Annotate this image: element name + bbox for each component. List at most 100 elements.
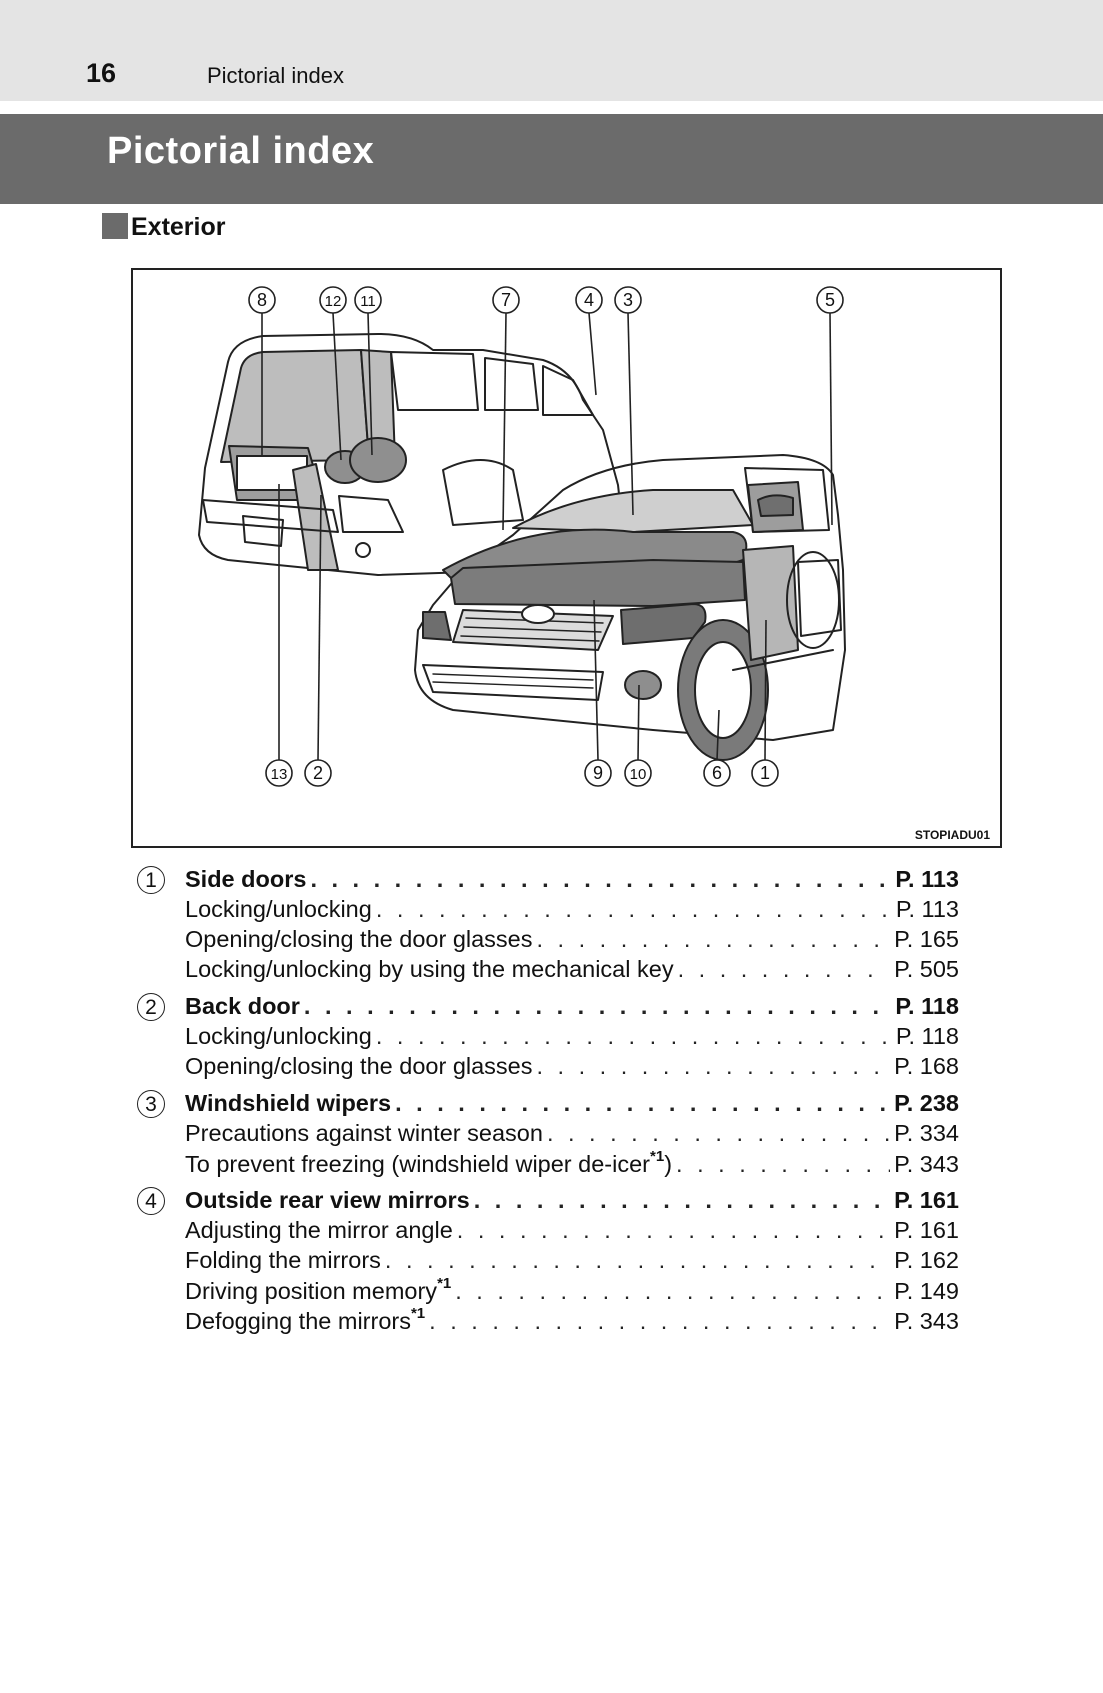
section-title: Pictorial index <box>107 130 375 172</box>
entry-heading[interactable]: Outside rear view mirrors P. 161 <box>185 1187 959 1217</box>
running-title: Pictorial index <box>207 63 344 88</box>
sub-entry-label: Locking/unlocking <box>185 896 372 922</box>
leader-dots <box>537 926 891 953</box>
svg-text:7: 7 <box>501 290 511 310</box>
sub-entry-label: Opening/closing the door glasses <box>185 926 533 952</box>
leader-dots <box>455 1278 890 1305</box>
page-reference: P. 161 <box>894 1187 959 1213</box>
callout-9: 9 <box>584 759 612 787</box>
entry-heading[interactable]: Back door P. 118 <box>185 993 959 1023</box>
entry-number: 2 <box>137 993 165 1021</box>
leader-dots <box>474 1187 890 1214</box>
callout-8: 8 <box>248 286 276 314</box>
page-reference: P. 113 <box>895 896 959 922</box>
entry-title: Windshield wipers <box>185 1090 392 1116</box>
running-header <box>0 0 1103 101</box>
sub-entry-label: Folding the mirrors <box>185 1247 381 1273</box>
callout-7: 7 <box>492 286 520 314</box>
index-list: 1 Side doors P. 113 Locking/unlocking P.… <box>137 866 959 1344</box>
svg-text:9: 9 <box>593 763 603 783</box>
svg-text:11: 11 <box>360 293 376 310</box>
sub-entry[interactable]: Locking/unlocking P. 113 <box>185 896 959 926</box>
page-reference: P. 118 <box>895 993 959 1019</box>
sub-entry-label: Driving position memory*1 <box>185 1275 452 1304</box>
sub-entry[interactable]: Locking/unlocking P. 118 <box>185 1023 959 1053</box>
sub-entry[interactable]: Opening/closing the door glasses P. 165 <box>185 926 959 956</box>
callout-12: 12 <box>319 286 347 314</box>
footnote-marker: *1 <box>437 1275 452 1292</box>
entry-heading[interactable]: Windshield wipers P. 238 <box>185 1090 959 1120</box>
callout-1: 1 <box>751 759 779 787</box>
entry-heading[interactable]: Side doors P. 113 <box>185 866 959 896</box>
svg-text:2: 2 <box>313 763 323 783</box>
entry-number: 1 <box>137 866 165 894</box>
sub-entry-label: Locking/unlocking <box>185 1023 372 1049</box>
leader-dots <box>385 1247 890 1274</box>
page-reference: P. 238 <box>894 1090 959 1116</box>
callout-6: 6 <box>703 759 731 787</box>
leader-dots <box>376 1023 892 1050</box>
sub-entry[interactable]: Adjusting the mirror angle P. 161 <box>185 1217 959 1247</box>
entry-number: 3 <box>137 1090 165 1118</box>
leader-dots <box>429 1308 890 1335</box>
svg-text:13: 13 <box>271 766 288 783</box>
svg-text:8: 8 <box>257 290 267 310</box>
sub-entry-label: Opening/closing the door glasses <box>185 1053 533 1079</box>
leader-dots <box>676 1151 890 1178</box>
sub-entry-label: Adjusting the mirror angle <box>185 1217 453 1243</box>
sub-entry[interactable]: Opening/closing the door glasses P. 168 <box>185 1053 959 1083</box>
callout-3: 3 <box>614 286 642 314</box>
page-reference: P. 505 <box>894 956 959 982</box>
sub-entry[interactable]: Defogging the mirrors*1 P. 343 <box>185 1305 959 1337</box>
leader-dots <box>310 866 891 893</box>
section-title-band <box>0 114 1103 204</box>
svg-text:4: 4 <box>584 290 594 310</box>
sub-entry[interactable]: Precautions against winter season P. 334 <box>185 1120 959 1150</box>
leader-dots <box>457 1217 890 1244</box>
subsection-title: Exterior <box>131 213 226 241</box>
index-entry: 4 Outside rear view mirrors P. 161 Adjus… <box>137 1187 959 1337</box>
svg-text:10: 10 <box>630 766 647 783</box>
index-entry: 2 Back door P. 118 Locking/unlocking P. … <box>137 993 959 1083</box>
svg-text:3: 3 <box>623 290 633 310</box>
sub-entry[interactable]: Locking/unlocking by using the mechanica… <box>185 956 959 986</box>
page-reference: P. 149 <box>894 1277 959 1304</box>
callout-13: 13 <box>265 759 293 787</box>
footnote-marker: *1 <box>650 1148 665 1165</box>
entry-title: Side doors <box>185 866 307 892</box>
entry-title: Back door <box>185 993 300 1019</box>
sub-entry[interactable]: Driving position memory*1 P. 149 <box>185 1275 959 1307</box>
page-reference: P. 343 <box>894 1307 959 1334</box>
page-reference: P. 161 <box>894 1217 959 1243</box>
sub-entry-label: To prevent freezing (windshield wiper de… <box>185 1148 673 1177</box>
entry-title: Outside rear view mirrors <box>185 1187 470 1213</box>
index-entry: 3 Windshield wipers P. 238 Precautions a… <box>137 1090 959 1180</box>
callout-10: 10 <box>624 759 652 787</box>
sub-entry[interactable]: To prevent freezing (windshield wiper de… <box>185 1148 959 1180</box>
sub-entry-label: Precautions against winter season <box>185 1120 543 1146</box>
svg-text:12: 12 <box>325 293 342 310</box>
leader-dots <box>395 1090 890 1117</box>
page-reference: P. 162 <box>894 1247 959 1273</box>
callout-4: 4 <box>575 286 603 314</box>
footnote-marker: *1 <box>410 1305 426 1322</box>
leader-dots <box>678 956 891 983</box>
page-reference: P. 113 <box>895 866 959 892</box>
page-reference: P. 168 <box>894 1053 959 1079</box>
leader-dots <box>547 1120 890 1147</box>
section-marker <box>102 213 128 239</box>
sub-entry[interactable]: Folding the mirrors P. 162 <box>185 1247 959 1277</box>
callout-2: 2 <box>304 759 332 787</box>
index-entry: 1 Side doors P. 113 Locking/unlocking P.… <box>137 866 959 986</box>
entry-number: 4 <box>137 1187 165 1215</box>
sub-entry-label: Locking/unlocking by using the mechanica… <box>185 956 674 982</box>
exterior-illustration: 8 12 11 7 4 3 5 13 2 9 10 6 1 STOPIADU01 <box>131 268 1002 848</box>
svg-text:5: 5 <box>825 290 835 310</box>
svg-text:1: 1 <box>760 763 770 783</box>
figure-code: STOPIADU01 <box>914 828 990 842</box>
vehicle-drawing: 8 12 11 7 4 3 5 13 2 9 10 6 1 <box>198 286 846 787</box>
leader-dots <box>376 896 892 923</box>
page-number: 16 <box>86 58 117 88</box>
page-reference: P. 118 <box>895 1023 959 1049</box>
callout-11: 11 <box>354 286 382 314</box>
